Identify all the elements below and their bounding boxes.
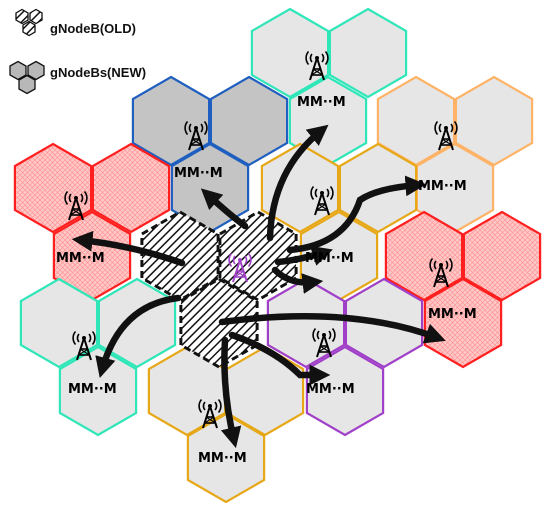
handover-arrow [274, 245, 333, 266]
cell-hexagons [13, 7, 542, 504]
ue-left-label: 𝝡𝝡··𝝡 [56, 251, 105, 266]
ue-center-right-label: 𝝡𝝡··𝝡 [305, 251, 354, 266]
handover-arrow [71, 230, 186, 267]
handover-arrow [228, 331, 331, 386]
legend-old-icon [15, 8, 43, 37]
ue-right-top-label: 𝝡𝝡··𝝡 [418, 179, 467, 194]
cell-hexagon [250, 7, 330, 99]
legend-old-label: gNodeB(OLD) [50, 21, 136, 36]
handover-arrow [218, 312, 446, 344]
ue-bottom-left-label: 𝝡𝝡··𝝡 [68, 382, 117, 397]
cell-hexagon [266, 277, 346, 369]
legend-new-label: gNodeBs(NEW) [50, 65, 146, 80]
cell-hexagon [462, 210, 542, 302]
old-gnodeb-cell [140, 210, 220, 302]
old-gnodeb-cell [218, 210, 298, 302]
cell-hexagon [454, 75, 534, 167]
ue-top-label: 𝝡𝝡··𝝡 [297, 95, 346, 110]
legend: gNodeB(OLD) gNodeBs(NEW) [9, 8, 146, 95]
handover-arrow [95, 294, 182, 379]
ue-bottom-label: 𝝡𝝡··𝝡 [198, 451, 247, 466]
cell-hexagon [58, 345, 138, 437]
cell-hexagon [328, 7, 408, 99]
cell-hexagon [19, 277, 99, 369]
legend-new-icon [9, 60, 45, 95]
handover-arrow [266, 124, 329, 242]
handover-arrows [71, 124, 446, 449]
ue-labels: 𝝡𝝡··𝝡 𝝡𝝡··𝝡 𝝡𝝡··𝝡 𝝡𝝡··𝝡 𝝡𝝡··𝝡 𝝡𝝡··𝝡 𝝡𝝡··𝝡 𝝡𝝡··𝝡… [56, 95, 477, 466]
ue-right-label: 𝝡𝝡··𝝡 [428, 307, 477, 322]
ue-purple-label: 𝝡𝝡··𝝡 [306, 382, 355, 397]
cell-hexagon [91, 142, 171, 234]
handover-arrow [200, 188, 249, 230]
cell-hexagon [131, 75, 211, 167]
handover-arrow [271, 266, 324, 294]
cell-hexagon [209, 75, 289, 167]
ue-blue-label: 𝝡𝝡··𝝡 [174, 166, 223, 181]
cell-hexagon [384, 210, 464, 302]
handover-arrow [286, 175, 427, 254]
handover-arrow [220, 336, 242, 449]
cell-hexagon [186, 412, 266, 504]
cell-hexagon [423, 277, 503, 369]
